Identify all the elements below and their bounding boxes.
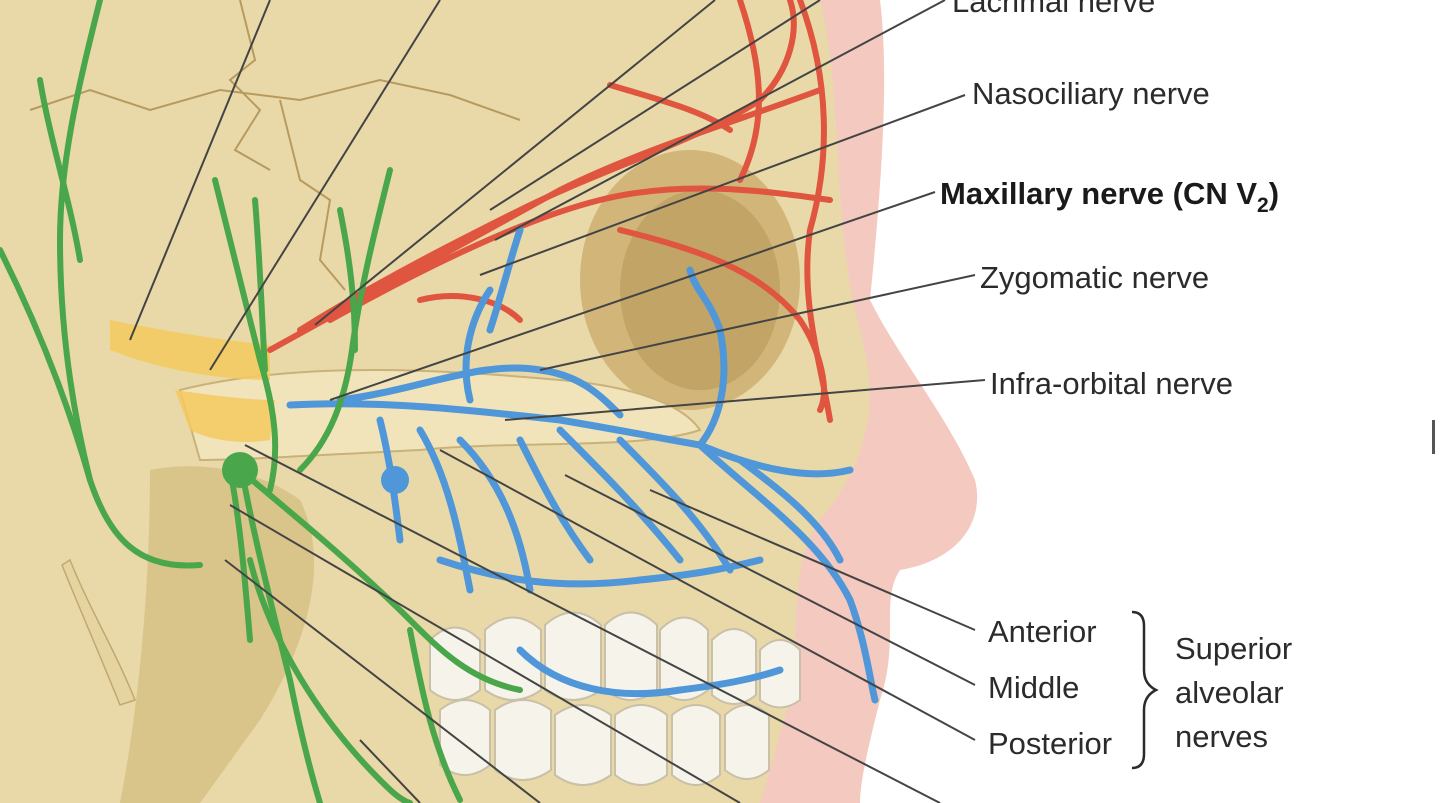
label-maxillary-nerve: Maxillary nerve (CN V2) bbox=[940, 176, 1280, 216]
label-maxillary-main: Maxillary nerve (CN V bbox=[940, 176, 1258, 211]
leader-top-1 bbox=[129, 0, 271, 341]
leader-maxillary bbox=[329, 191, 936, 401]
yellow-process-2 bbox=[175, 390, 275, 442]
leader-lacrimal bbox=[494, 0, 946, 241]
maxillary-nerves-blue bbox=[286, 226, 879, 704]
geniculate-ganglion bbox=[222, 452, 258, 488]
label-alveolar: alveolar bbox=[1175, 675, 1284, 710]
leader-bottom-3 bbox=[224, 559, 541, 803]
leader-lines bbox=[129, 0, 986, 803]
leader-nasociliary bbox=[479, 94, 966, 276]
label-lacrimal-nerve: Lacrimal nerve bbox=[952, 0, 1156, 19]
label-nerves: nerves bbox=[1175, 719, 1269, 754]
suture-lines bbox=[29, 0, 521, 291]
label-superior: Superior bbox=[1175, 631, 1293, 666]
leader-middle bbox=[564, 474, 976, 686]
leader-anterior bbox=[649, 489, 976, 631]
styloid-process bbox=[61, 558, 136, 706]
leader-top-2 bbox=[209, 0, 441, 371]
facial-nerves-green bbox=[0, 0, 523, 803]
alveolar-brace bbox=[1131, 610, 1159, 770]
ophthalmic-nerves-red bbox=[267, 0, 833, 423]
leader-top-4 bbox=[489, 0, 821, 211]
leader-top-3 bbox=[314, 0, 716, 326]
yellow-process bbox=[110, 320, 270, 380]
label-maxillary-subscript: 2 bbox=[1257, 194, 1269, 217]
label-maxillary-close: ) bbox=[1268, 176, 1280, 211]
leader-bottom-2 bbox=[229, 504, 741, 803]
teeth bbox=[429, 611, 801, 786]
maxilla-shadow bbox=[120, 466, 315, 803]
label-middle: Middle bbox=[988, 670, 1080, 705]
leader-zygomatic bbox=[539, 274, 976, 371]
leader-posterior bbox=[439, 449, 976, 741]
label-anterior: Anterior bbox=[988, 614, 1097, 649]
label-nasociliary-nerve: Nasociliary nerve bbox=[972, 76, 1210, 111]
label-posterior: Posterior bbox=[988, 726, 1113, 761]
leader-bottom-4 bbox=[359, 739, 421, 803]
label-infraorbital-nerve: Infra-orbital nerve bbox=[990, 366, 1233, 401]
leader-infraorbital bbox=[504, 379, 986, 421]
label-zygomatic-nerve: Zygomatic nerve bbox=[980, 260, 1210, 295]
edge-mark bbox=[1432, 420, 1440, 454]
leader-bottom-1 bbox=[244, 444, 941, 803]
pterygopalatine-ganglion bbox=[381, 466, 409, 494]
